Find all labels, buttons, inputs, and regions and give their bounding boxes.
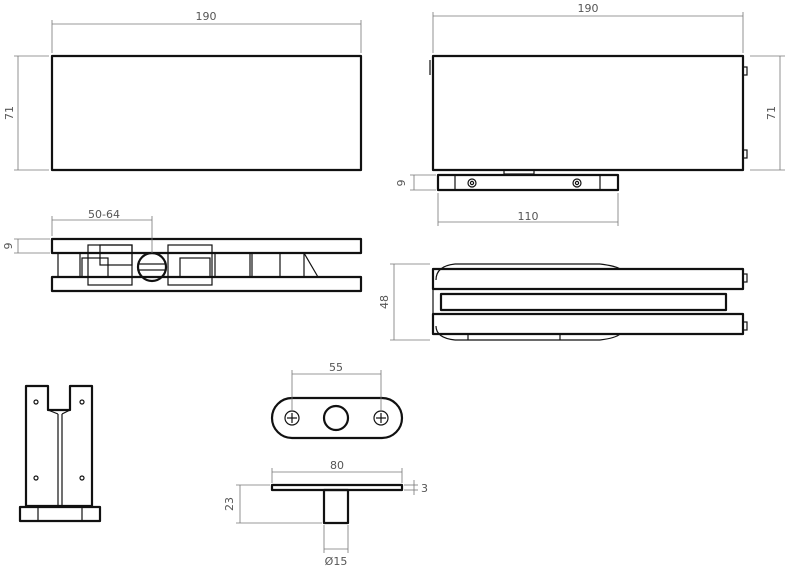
side-view: 190 71 9 110 [395, 2, 785, 226]
pivot-diameter-label: Ø15 [325, 555, 348, 568]
top-view: 50-64 9 [2, 208, 363, 293]
front-height-label: 71 [3, 106, 16, 120]
side-body [431, 54, 745, 172]
section-upper-plate [431, 267, 745, 291]
base-screw-right-icon [572, 178, 582, 188]
section-glass [439, 292, 728, 312]
pivot-view: 80 3 23 Ø15 [223, 459, 428, 568]
gap-range-label: 50-64 [88, 208, 120, 221]
top-view-upper-plate [50, 237, 363, 255]
plate-thickness-3-label: 3 [421, 482, 428, 495]
screw-left-icon [284, 410, 300, 426]
front-width-label: 190 [196, 10, 217, 23]
base-width-label: 110 [518, 210, 539, 223]
side-section-view: 48 [378, 263, 748, 341]
base-height-label: 9 [395, 180, 408, 187]
pivot-height-label: 23 [223, 497, 236, 511]
hole-spacing-label: 55 [329, 361, 343, 374]
end-base-plate [18, 505, 102, 523]
center-hole-icon [322, 404, 350, 432]
side-width-label: 190 [578, 2, 599, 15]
pivot-pin [322, 488, 350, 525]
base-screw-left-icon [467, 178, 477, 188]
strike-plate-view: 55 [270, 361, 404, 440]
front-body [50, 54, 363, 172]
strike-plate [270, 396, 404, 440]
plate-width-label: 80 [330, 459, 344, 472]
front-view: 190 71 [3, 10, 363, 172]
plate-thickness-label: 9 [2, 243, 15, 250]
side-base-plate [436, 173, 620, 192]
side-height-label: 71 [765, 106, 778, 120]
top-view-lower-plate [50, 275, 363, 293]
section-lower-plate [431, 312, 745, 336]
end-view [18, 384, 102, 523]
section-depth-label: 48 [378, 295, 391, 309]
screw-right-icon [373, 410, 389, 426]
